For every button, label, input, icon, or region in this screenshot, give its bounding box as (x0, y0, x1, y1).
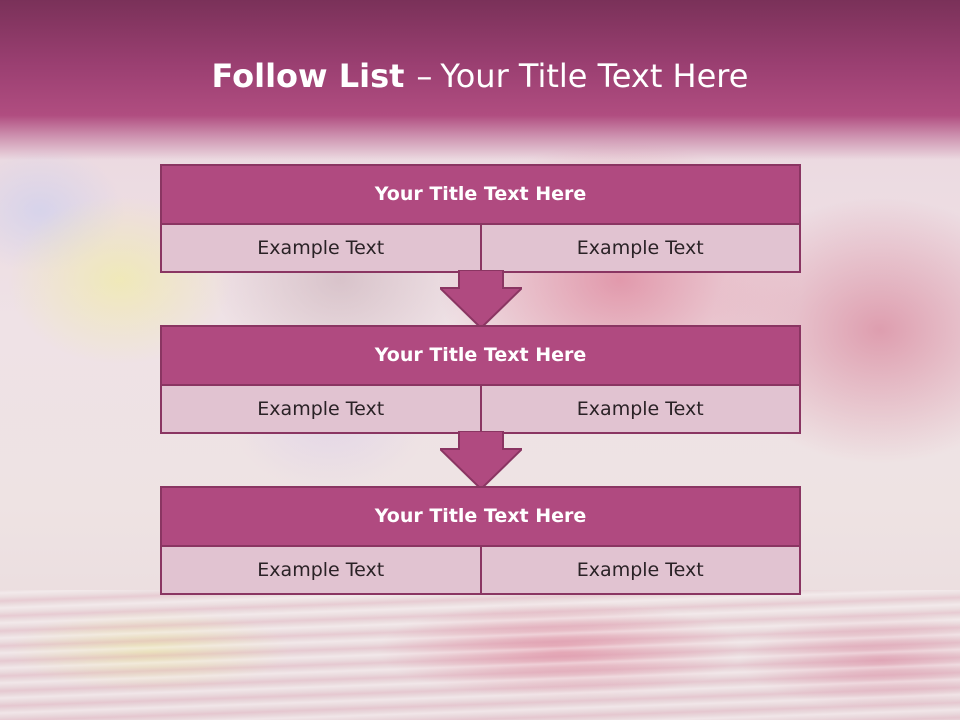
box-row: Example Text Example Text (162, 225, 799, 271)
down-arrow-icon (440, 270, 522, 330)
title-rest-text: Your Title Text Here (440, 57, 749, 95)
box-cell-left[interactable]: Example Text (162, 225, 480, 271)
box-cell-right[interactable]: Example Text (479, 225, 799, 271)
box-title[interactable]: Your Title Text Here (162, 488, 799, 547)
box-cell-right[interactable]: Example Text (479, 547, 799, 593)
list-box-3[interactable]: Your Title Text Here Example Text Exampl… (160, 486, 801, 595)
box-cell-left[interactable]: Example Text (162, 386, 480, 432)
water-reflection (0, 590, 960, 720)
box-title[interactable]: Your Title Text Here (162, 327, 799, 386)
box-row: Example Text Example Text (162, 547, 799, 593)
title-band (0, 0, 960, 160)
down-arrow-icon (440, 431, 522, 491)
list-box-1[interactable]: Your Title Text Here Example Text Exampl… (160, 164, 801, 273)
title-separator: – (416, 57, 433, 95)
box-cell-left[interactable]: Example Text (162, 547, 480, 593)
slide-title[interactable]: Follow List–Your Title Text Here (0, 54, 960, 98)
box-cell-right[interactable]: Example Text (479, 386, 799, 432)
title-bold-text: Follow List (211, 57, 405, 95)
box-title[interactable]: Your Title Text Here (162, 166, 799, 225)
box-row: Example Text Example Text (162, 386, 799, 432)
list-box-2[interactable]: Your Title Text Here Example Text Exampl… (160, 325, 801, 434)
